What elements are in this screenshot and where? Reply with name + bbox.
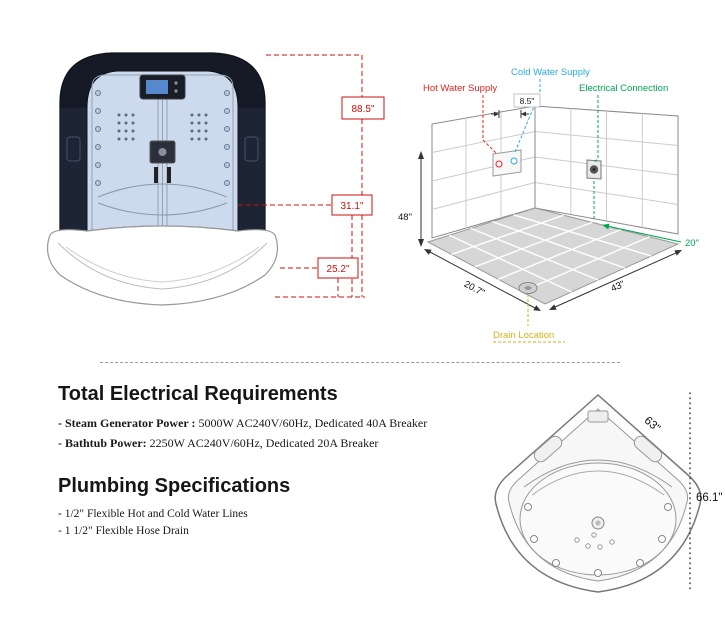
pillow-right bbox=[633, 435, 663, 463]
seat-lines bbox=[97, 183, 228, 216]
bathtub-power-value: 2250W AC240V/60Hz, Dedicated 20A Breaker bbox=[146, 436, 379, 450]
dim-supply-gap: 8.5" bbox=[520, 96, 535, 106]
dim-base-height: 25.2" bbox=[326, 264, 349, 275]
front-view-diagram: 88.5" 31.1" 25.2" bbox=[47, 52, 385, 306]
tiled-walls bbox=[431, 105, 679, 239]
side-fixture-right bbox=[244, 136, 259, 162]
drain-label: Drain Location bbox=[493, 330, 554, 341]
specifications-block: Total Electrical Requirements - Steam Ge… bbox=[58, 383, 478, 542]
dim-floor-left: 20.7" bbox=[462, 279, 486, 299]
dim-mid-height: 31.1" bbox=[340, 201, 363, 212]
dim-overall-width: 66.1" bbox=[696, 492, 722, 504]
jet-cluster-right bbox=[190, 113, 208, 141]
overall-width-dimension: 66.1" bbox=[689, 392, 722, 594]
front-dim-lines bbox=[238, 54, 365, 298]
top-view-diagram: 63" 66.1" bbox=[494, 392, 722, 594]
electrical-requirements-heading: Total Electrical Requirements bbox=[58, 383, 338, 405]
central-fixture bbox=[149, 140, 176, 183]
steam-generator-power-value: 5000W AC240V/60Hz, Dedicated 40A Breaker bbox=[195, 416, 428, 430]
steam-generator-power-label: - Steam Generator Power : bbox=[58, 416, 196, 430]
section-divider bbox=[100, 362, 620, 363]
body-jets bbox=[95, 90, 230, 186]
plumbing-specifications-heading: Plumbing Specifications bbox=[58, 475, 291, 497]
wall-height-dimension: 48" bbox=[398, 151, 424, 247]
pillow-left bbox=[533, 435, 563, 463]
dim-floor-right: 43" bbox=[609, 279, 626, 295]
air-jets bbox=[574, 532, 615, 550]
corner-installation-diagram: Hot Water Supply Cold Water Supply Elect… bbox=[398, 67, 699, 343]
tub-jets bbox=[524, 503, 672, 577]
front-dim-labels: 88.5" 31.1" 25.2" bbox=[326, 104, 374, 275]
cold-valve bbox=[510, 157, 518, 165]
dim-electrical: 20" bbox=[685, 238, 699, 249]
drain: Drain Location bbox=[493, 282, 565, 343]
dim-edge-length: 63" bbox=[642, 415, 663, 435]
hot-leader-line bbox=[482, 95, 498, 155]
front-dim-boxes bbox=[317, 96, 385, 279]
tub-skirt bbox=[47, 225, 278, 306]
wall-tile-lines bbox=[431, 108, 679, 228]
dim-wall-height: 48" bbox=[398, 212, 412, 223]
control-panel bbox=[139, 74, 186, 100]
supply-gap-dimension: 8.5" bbox=[491, 93, 541, 118]
water-lines-spec: - 1/2" Flexible Hot and Cold Water Lines bbox=[58, 508, 248, 520]
hot-water-label: Hot Water Supply bbox=[423, 83, 497, 94]
electrical-distance-dimension: 20" bbox=[593, 181, 699, 249]
electrical-outlet bbox=[586, 159, 602, 180]
water-supply-panel bbox=[492, 149, 522, 177]
electrical-leader-line bbox=[594, 95, 599, 163]
jet-cluster-left bbox=[117, 113, 135, 141]
dim-total-height: 88.5" bbox=[351, 104, 374, 115]
electrical-label: Electrical Connection bbox=[579, 83, 668, 94]
floor-right-dimension: 43" bbox=[549, 250, 682, 310]
tub-drain-center bbox=[595, 520, 601, 526]
side-fixture-left bbox=[66, 136, 81, 162]
bathtub-power-line: - Bathtub Power: 2250W AC240V/60Hz, Dedi… bbox=[58, 436, 478, 451]
bathtub-power-label: - Bathtub Power: bbox=[58, 436, 147, 450]
shower-cabin bbox=[47, 52, 278, 306]
hot-valve bbox=[495, 160, 503, 168]
cold-leader-line bbox=[514, 79, 541, 153]
bathtub-top-view bbox=[494, 393, 702, 593]
faucet-mount bbox=[587, 410, 609, 423]
cold-water-label: Cold Water Supply bbox=[511, 67, 590, 78]
tiled-floor bbox=[426, 207, 680, 305]
steam-generator-power-line: - Steam Generator Power : 5000W AC240V/6… bbox=[58, 416, 478, 431]
floor-tile-lines bbox=[449, 214, 652, 293]
hose-drain-spec: - 1 1/2" Flexible Hose Drain bbox=[58, 525, 189, 537]
